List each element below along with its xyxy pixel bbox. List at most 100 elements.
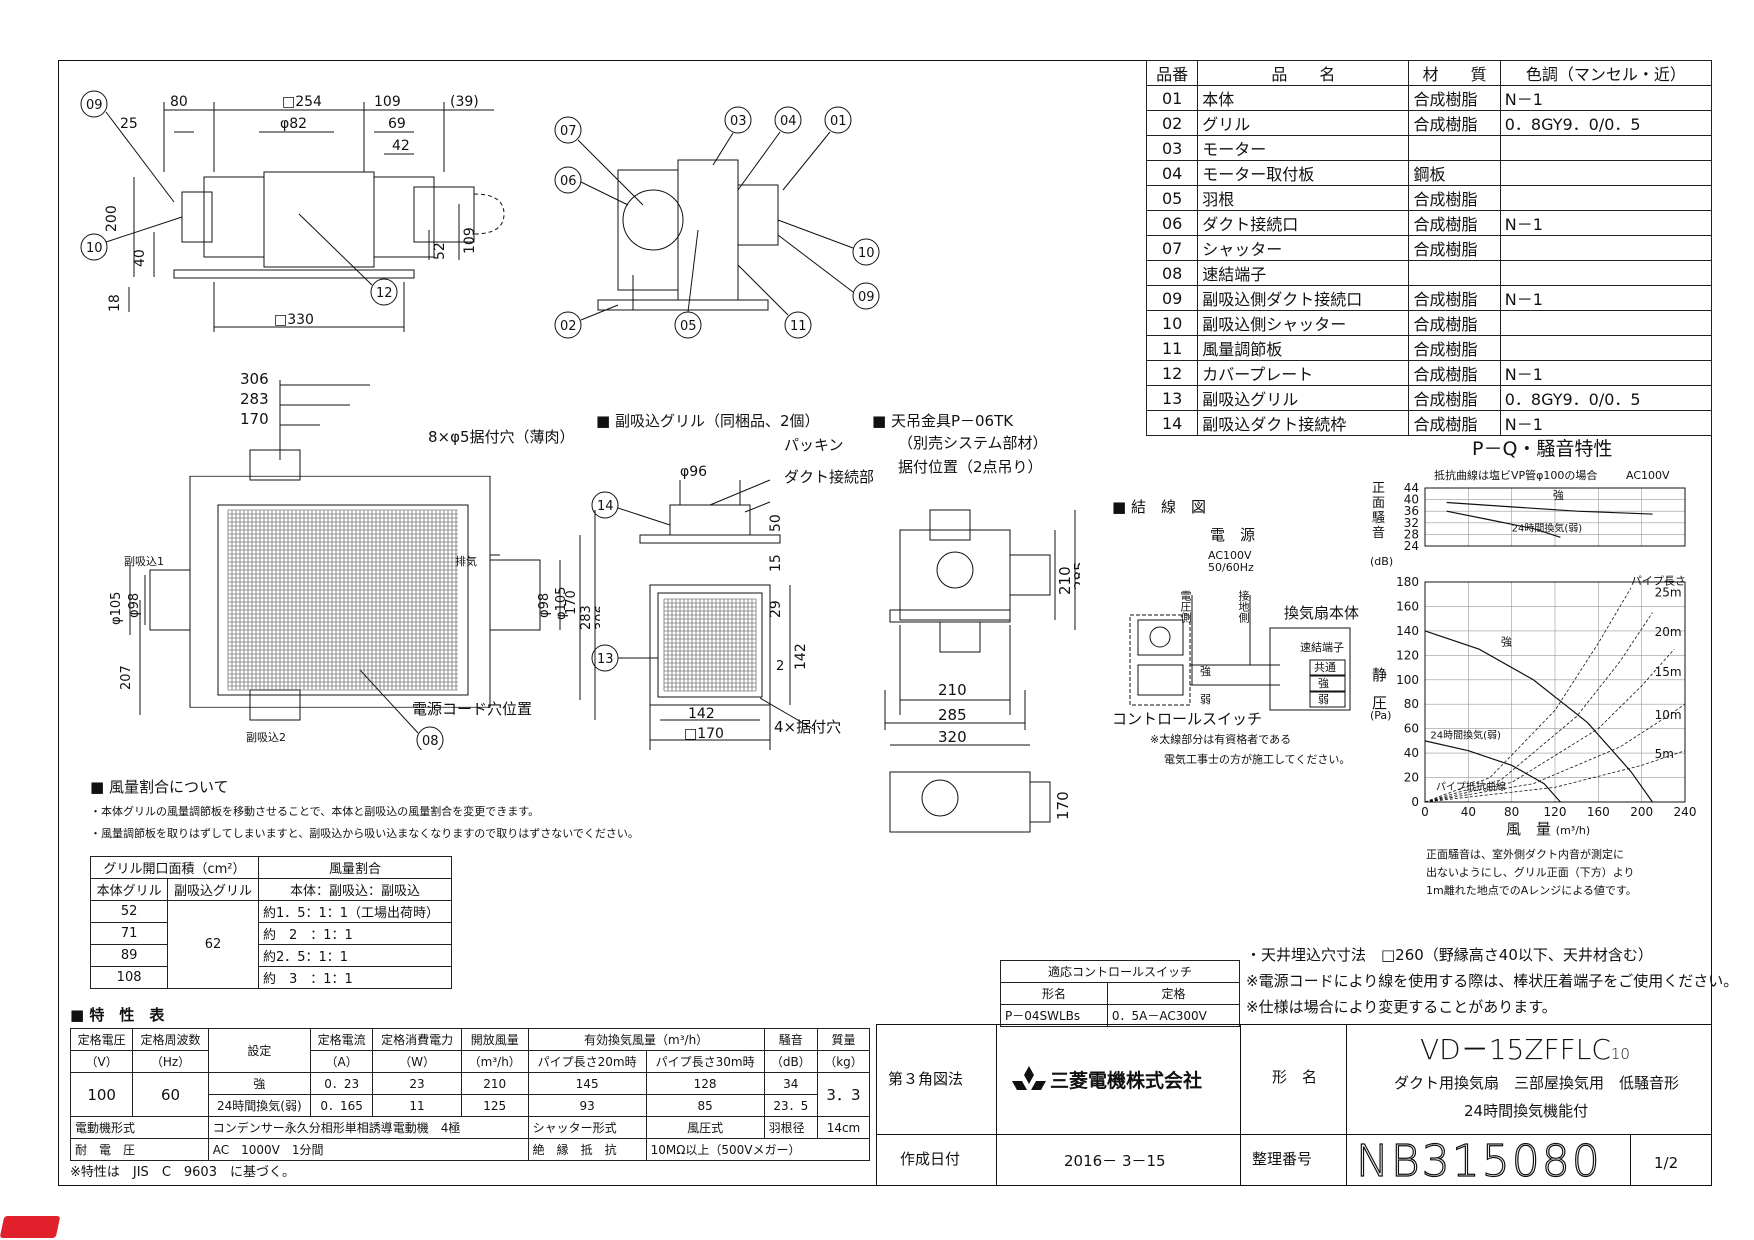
pressure-tick-label: 40: [1404, 746, 1419, 760]
tb-divider-1: [996, 1024, 997, 1186]
pq-condition: 抵抗曲線は塩ビVP管φ100の場合: [1434, 469, 1598, 482]
hanger-dim-170: 170: [1054, 791, 1072, 820]
company-name: 三菱電機株式会社: [1050, 1070, 1203, 1092]
duct-joint-label: ダクト接続部: [784, 468, 875, 486]
parts-cell: シャッター: [1197, 235, 1410, 261]
callout-04: 04: [780, 114, 797, 129]
pq-ac: AC100V: [1626, 469, 1670, 482]
parts-cell: 05: [1145, 185, 1199, 211]
parts-cell: 合成樹脂: [1408, 210, 1501, 236]
callout-03: 03: [730, 114, 747, 129]
wiring-note1: ※太線部分は有資格者である: [1150, 733, 1292, 746]
dim-29: 29: [768, 600, 784, 618]
parts-cell: モーター取付板: [1197, 160, 1410, 186]
parts-cell: 合成樹脂: [1408, 310, 1501, 336]
parts-cell: 副吸込ダクト接続枠: [1197, 410, 1410, 436]
exhaust-label: 排気: [455, 555, 477, 568]
pressure-tick-label: 80: [1404, 697, 1419, 711]
switch-label: コントロールスイッチ: [1112, 710, 1263, 728]
terminal-weak: 弱: [1318, 693, 1329, 706]
parts-cell: [1499, 235, 1713, 261]
line-strong: 強: [1200, 665, 1211, 678]
pipe-level-label: 20m: [1655, 625, 1682, 639]
company-logo: [1012, 1066, 1046, 1100]
x-tick-label: 200: [1630, 805, 1653, 819]
corner-badge-icon: [0, 1216, 61, 1238]
parts-cell: 14: [1145, 410, 1199, 436]
noise-axis-char: 正: [1372, 481, 1385, 496]
dim-109b: 109: [462, 227, 478, 254]
dim-142h: 142: [688, 706, 715, 722]
parts-cell: 合成樹脂: [1408, 235, 1501, 261]
parts-cell: 12: [1145, 360, 1199, 386]
parts-cell: 0．8GY9．0/0．5: [1499, 385, 1713, 411]
tb-hline: [876, 1134, 1712, 1135]
noise-axis-char: 騒: [1372, 511, 1385, 526]
line-weak: 弱: [1200, 693, 1211, 706]
dim-40: 40: [132, 249, 148, 267]
parts-cell: 合成樹脂: [1408, 185, 1501, 211]
parts-cell: 08: [1145, 260, 1199, 286]
pipe-length-label: パイプ長さ: [1631, 574, 1686, 587]
x-axis-label: 風 量 (m³/h): [1506, 820, 1591, 838]
cord-hole-label: 電源コード穴位置: [412, 700, 533, 718]
callout-08: 08: [422, 734, 439, 749]
noise-axis-char: 音: [1372, 525, 1385, 541]
parts-cell: 02: [1145, 110, 1199, 136]
parts-header-0: 品番: [1145, 60, 1199, 86]
callout-12: 12: [376, 286, 393, 301]
x-tick-label: 120: [1544, 805, 1567, 819]
sub-grille-title: ■ 副吸込グリル（同梱品、2個）: [596, 412, 820, 430]
pressure-unit: (Pa): [1370, 709, 1392, 722]
dim-96: φ96: [680, 464, 707, 480]
hanger-dim-320: 320: [938, 728, 967, 746]
pipe-curve-4: [1424, 648, 1675, 803]
volt-side-label: 電圧側: [1179, 590, 1192, 623]
note-spec: ※仕様は場合により変更することがあります。: [1246, 998, 1557, 1016]
dim-25: 25: [120, 116, 138, 132]
parts-cell: 合成樹脂: [1408, 110, 1501, 136]
parts-cell: [1499, 310, 1713, 336]
parts-cell: [1499, 135, 1713, 161]
parts-cell: N－1: [1499, 360, 1713, 386]
parts-cell: ダクト接続口: [1197, 210, 1410, 236]
parts-cell: N－1: [1499, 210, 1713, 236]
callout-13: 13: [597, 652, 614, 667]
pq-series-0: [1424, 630, 1653, 803]
hz-label: 50/60Hz: [1208, 561, 1254, 574]
dim-330: □330: [274, 312, 314, 328]
model-name-label: 形 名: [1272, 1068, 1318, 1086]
hanger-drawing: 210 285 210 285 320 170: [884, 509, 1080, 833]
tb-divider-2: [1240, 1024, 1241, 1186]
parts-cell: 羽根: [1197, 185, 1410, 211]
noise-axis-char: 面: [1372, 496, 1385, 511]
parts-cell: 04: [1145, 160, 1199, 186]
callout-09b: 09: [858, 290, 875, 305]
page-number: 1/2: [1654, 1154, 1679, 1172]
airflow-note2: ・風量調節板を取りはずしてしまいますと、副吸込から吸い込まなくなりますので取りは…: [90, 827, 639, 840]
model-desc2: 24時間換気機能付: [1464, 1102, 1589, 1120]
packing-label: パッキン: [784, 436, 844, 454]
date-label: 作成日付: [900, 1150, 961, 1168]
spec-title: ■ 特 性 表: [70, 1006, 165, 1024]
parts-cell: 06: [1145, 210, 1199, 236]
callout-02: 02: [560, 319, 577, 334]
pressure-tick-label: 100: [1396, 673, 1419, 687]
wiring-note2: 電気工事士の方が施工してください。: [1164, 753, 1351, 766]
callout-09: 09: [86, 98, 103, 113]
parts-cell: 10: [1145, 310, 1199, 336]
drawing-number: NB315080: [1355, 1136, 1602, 1187]
ac-label: AC100V: [1208, 549, 1252, 562]
parts-cell: 合成樹脂: [1408, 385, 1501, 411]
parts-header-3: 色調（マンセル・近）: [1499, 60, 1713, 86]
callout-05: 05: [680, 319, 697, 334]
pipe-level-label: 5m: [1655, 747, 1674, 761]
